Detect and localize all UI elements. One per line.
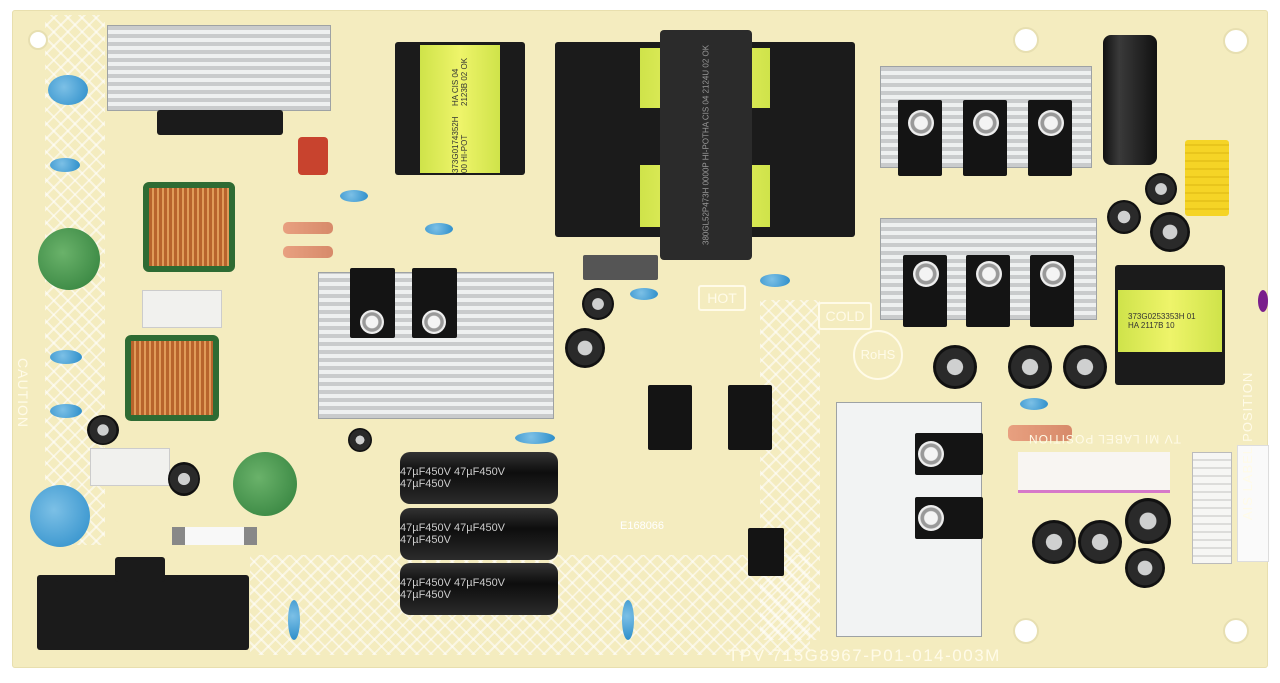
- standby-transformer-label: 373G0253353H 01 HA 2117B 10: [1118, 290, 1222, 352]
- mounting-hole: [1223, 28, 1249, 54]
- rohs-mark: RoHS: [853, 330, 903, 380]
- mounting-hole: [28, 30, 48, 50]
- ceramic-capacitor: [50, 158, 80, 172]
- screw: [973, 110, 999, 136]
- x-capacitor: [90, 448, 170, 486]
- screw: [918, 441, 944, 467]
- x-capacitor: [142, 290, 222, 328]
- electrolytic-capacitor: [1008, 345, 1052, 389]
- output-capacitor: [1103, 35, 1157, 165]
- label-line: HA CIS 04 2124U 02 OK: [701, 45, 711, 134]
- heatsink-bridge: [107, 25, 331, 111]
- ceramic-capacitor: [50, 404, 82, 418]
- isolation-zone-middle: [760, 300, 820, 640]
- resistor: [283, 246, 333, 258]
- label-sticker: [1018, 452, 1170, 493]
- cold-zone-label: COLD: [818, 302, 872, 330]
- ceramic-capacitor: [622, 600, 634, 640]
- bridge-rectifier: [157, 110, 283, 135]
- label-line: HA 2117B 10: [1128, 321, 1175, 330]
- mounting-hole: [1013, 27, 1039, 53]
- electrolytic-capacitor: [1063, 345, 1107, 389]
- electrolytic-capacitor: [87, 415, 119, 445]
- label-line: HA CIS 04 2123B 02 OK: [451, 57, 469, 106]
- transformer-core: 380GL52P473H 0000P HI-POT HA CIS 04 2124…: [660, 30, 752, 260]
- ac-input-connector: [37, 575, 249, 650]
- electrolytic-capacitor: [933, 345, 977, 389]
- pfc-inductor-label: 373G0174352H 00 HI-POT HA CIS 04 2123B 0…: [420, 45, 500, 173]
- backlight-connector: [1192, 452, 1232, 564]
- electrolytic-capacitor: [1150, 212, 1190, 252]
- ceramic-capacitor: [630, 288, 658, 300]
- screw: [422, 310, 446, 334]
- ceramic-capacitor: [425, 223, 453, 235]
- electrolytic-capacitor: [1145, 173, 1177, 205]
- output-connector: [1185, 140, 1229, 216]
- electrolytic-capacitor: [1125, 498, 1171, 544]
- ais-label-position: AIS LABEL POSITION: [1240, 371, 1255, 520]
- ac-input-connector-latch: [115, 557, 165, 582]
- screw: [976, 261, 1002, 287]
- label-line: 373G0253353H 01: [1128, 312, 1196, 321]
- screw: [913, 261, 939, 287]
- bulk-capacitor: 47µF450V 47µF450V 47µF450V: [400, 508, 558, 560]
- ceramic-capacitor: [288, 600, 300, 640]
- connector-housing: [1237, 445, 1269, 562]
- bulk-capacitor: 47µF450V 47µF450V 47µF450V: [400, 452, 558, 504]
- electrolytic-capacitor: [1032, 520, 1076, 564]
- optocoupler: [748, 528, 784, 576]
- varistor: [233, 452, 297, 516]
- ceramic-capacitor: [50, 350, 82, 364]
- electrolytic-capacitor: [168, 462, 200, 496]
- tv-label-position: TV MI LABEL POSITION: [1028, 432, 1181, 446]
- capacitor-marking: 47µF450V 47µF450V 47µF450V: [400, 522, 506, 546]
- screw: [918, 505, 944, 531]
- film-capacitor: [298, 137, 328, 175]
- electrolytic-capacitor: [348, 428, 372, 452]
- ceramic-capacitor: [1020, 398, 1048, 410]
- board-model-marking: TPV 715G8967-P01-014-003M: [728, 646, 1001, 665]
- common-mode-choke: [125, 335, 219, 421]
- ceramic-capacitor: [340, 190, 368, 202]
- electrolytic-capacitor: [1125, 548, 1165, 588]
- electrolytic-capacitor: [1078, 520, 1122, 564]
- screw: [1038, 110, 1064, 136]
- electrolytic-capacitor: [565, 328, 605, 368]
- screw: [1040, 261, 1066, 287]
- y-capacitor: [30, 485, 90, 547]
- bulk-capacitor: 47µF450V 47µF450V 47µF450V: [400, 563, 558, 615]
- ul-certificate: E168066: [620, 520, 665, 532]
- caution-label: CAUTION: [15, 358, 31, 428]
- ceramic-capacitor: [515, 432, 555, 444]
- ceramic-capacitor: [48, 75, 88, 105]
- capacitor-marking: 47µF450V 47µF450V 47µF450V: [400, 466, 506, 490]
- varistor: [38, 228, 100, 290]
- electrolytic-capacitor: [582, 288, 614, 320]
- mounting-hole: [1013, 618, 1039, 644]
- screw: [908, 110, 934, 136]
- paint-mark: [1258, 290, 1268, 312]
- hot-zone-label: HOT: [698, 285, 746, 311]
- label-line: 373G0174352H 00 HI-POT: [451, 116, 469, 174]
- capacitor-marking: 47µF450V 47µF450V 47µF450V: [400, 577, 506, 601]
- mounting-hole: [1223, 618, 1249, 644]
- fuse: [172, 527, 257, 545]
- current-sense-resistor: [583, 255, 658, 280]
- electrolytic-capacitor: [1107, 200, 1141, 234]
- resistor: [283, 222, 333, 234]
- transistor: [728, 385, 772, 450]
- transistor: [648, 385, 692, 450]
- resistor: [1008, 425, 1072, 441]
- common-mode-choke: [143, 182, 235, 272]
- screw: [360, 310, 384, 334]
- ceramic-capacitor: [760, 274, 790, 287]
- label-line: 380GL52P473H 0000P HI-POT: [701, 133, 711, 245]
